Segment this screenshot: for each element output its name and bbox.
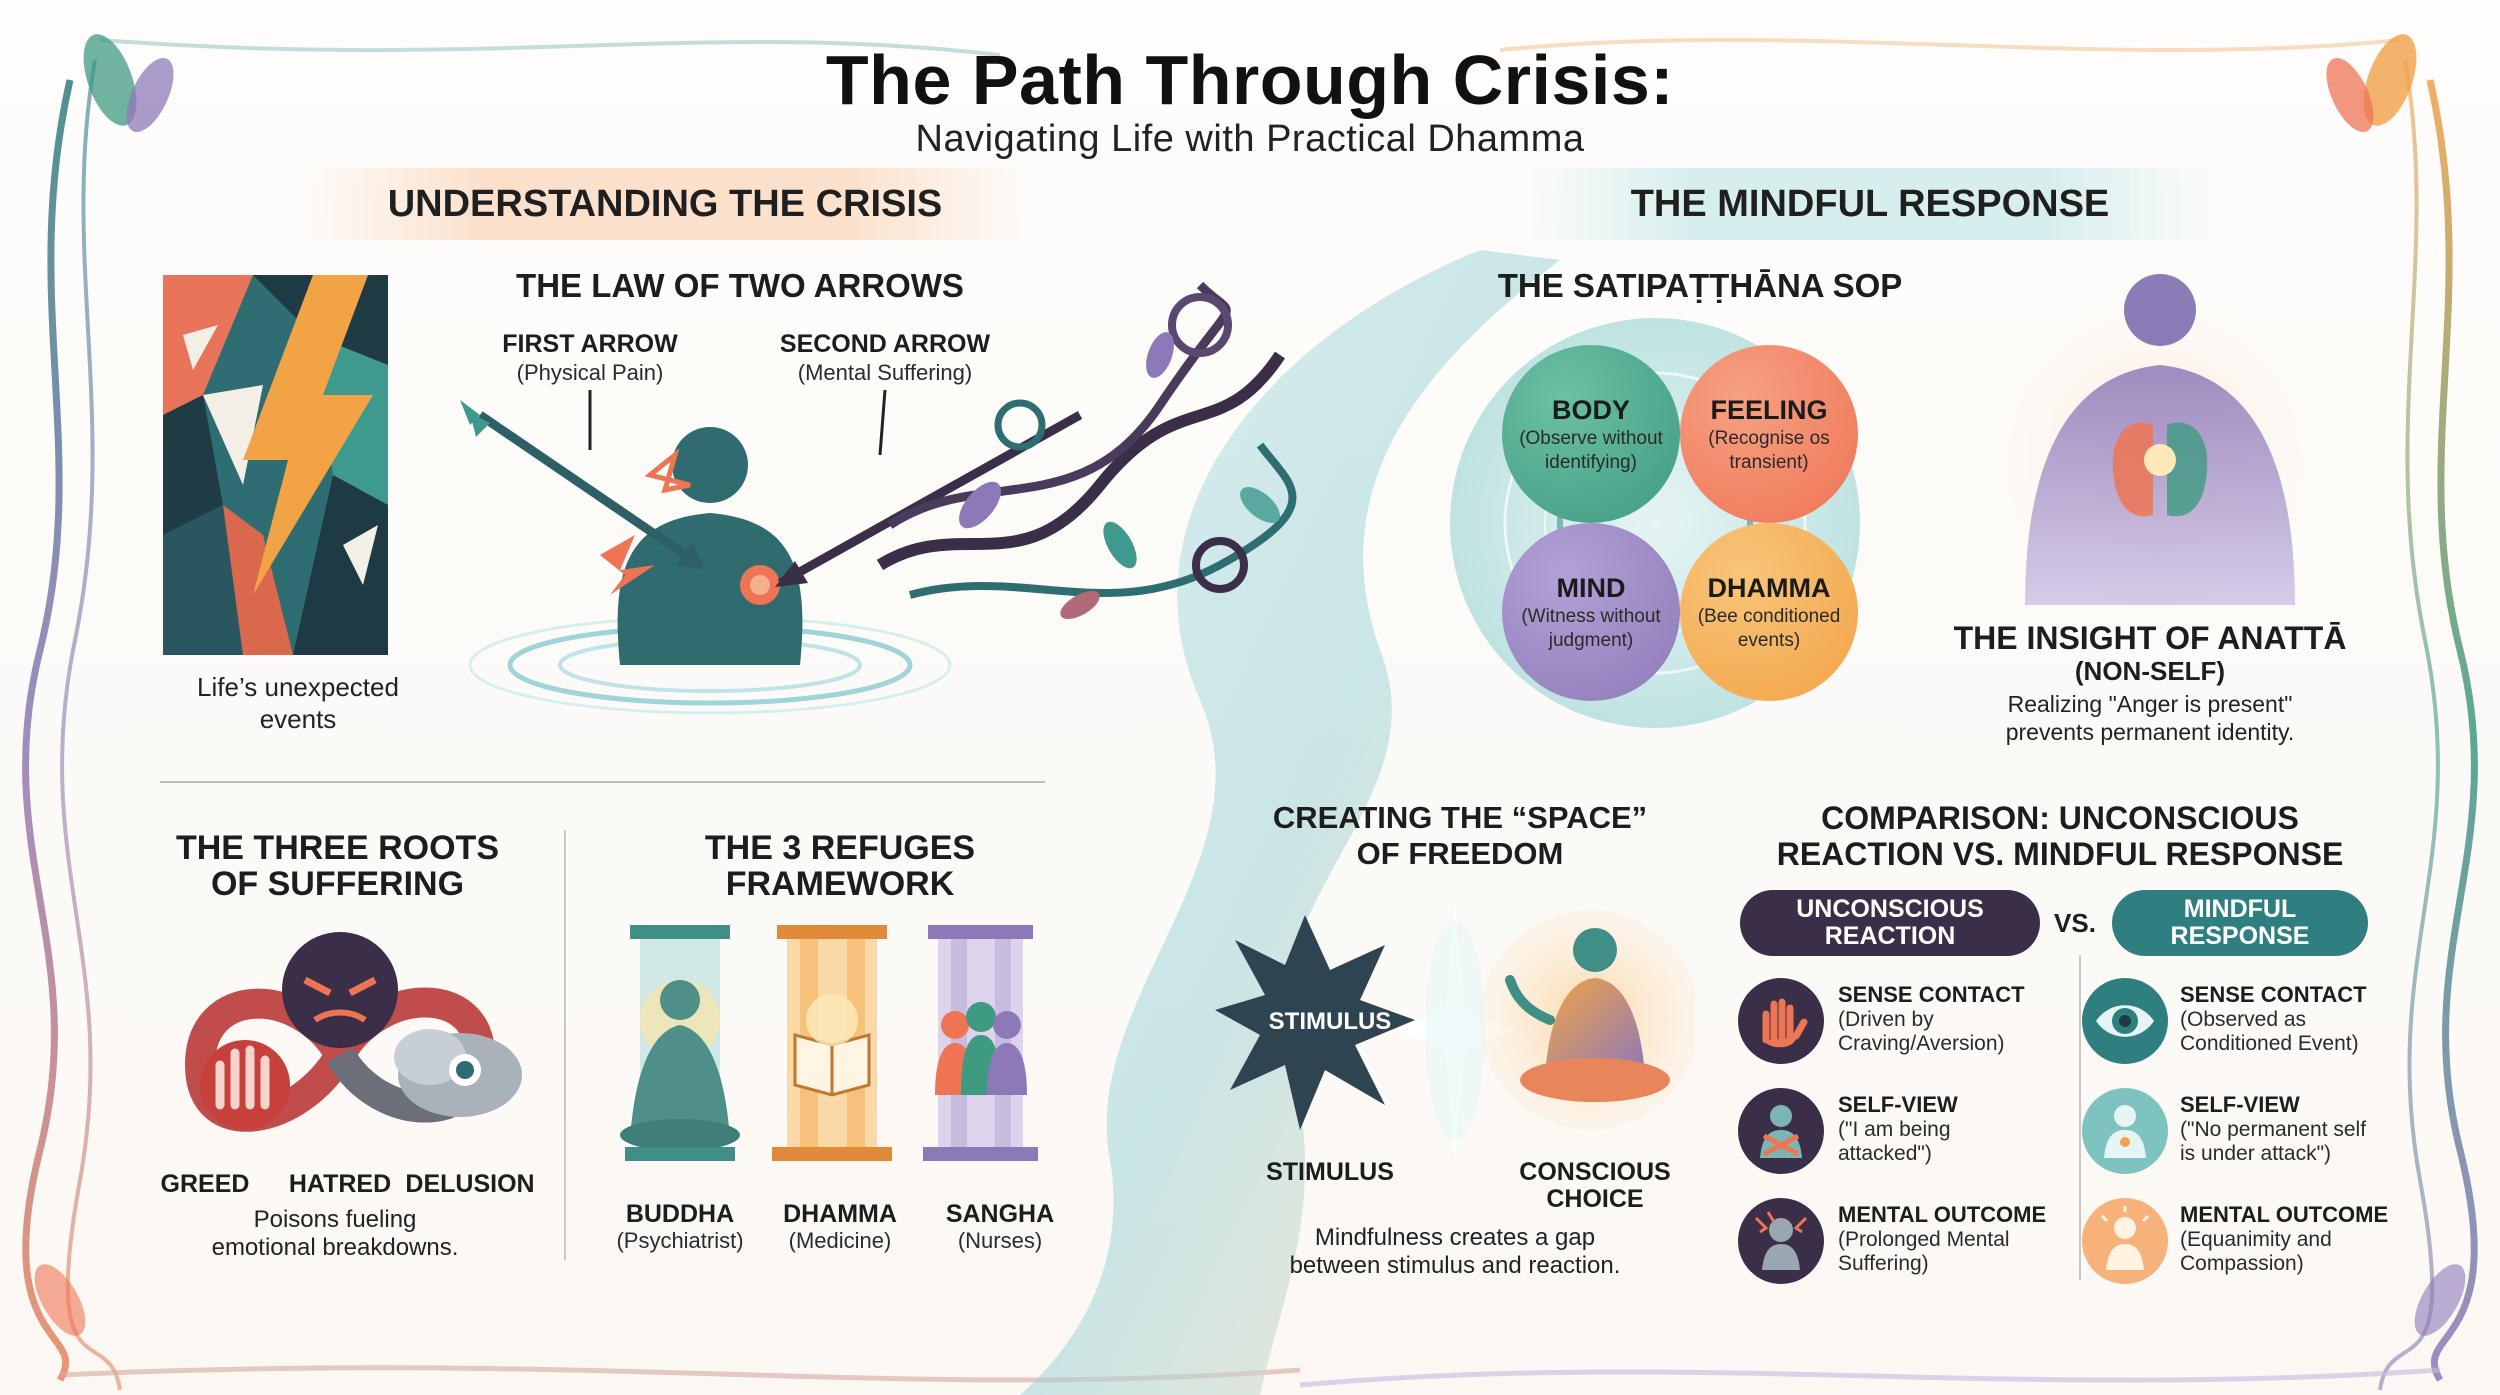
events-caption-line1: Life’s unexpected (197, 672, 399, 702)
three-roots-caption-line2: emotional breakdowns. (211, 1234, 459, 1261)
banner-understanding-crisis: UNDERSTANDING THE CRISIS (300, 168, 1030, 240)
grasping-hand-icon (1738, 978, 1824, 1064)
refuge-role-sangha: (Nurses) (957, 1228, 1043, 1253)
comparison-title-line1: COMPARISON: UNCONSCIOUS (1821, 800, 2299, 836)
mindful-pill-line1: MINDFUL (2183, 895, 2297, 923)
sop-node-dhamma-line2: events) (1737, 629, 1801, 651)
sop-node-body-line2: identifying) (1545, 451, 1637, 473)
right-row3-title: MENTAL OUTCOME (2180, 1202, 2389, 1227)
refuge-name-buddha: BUDDHA (625, 1200, 735, 1228)
calm-figure-icon (2082, 1088, 2168, 1174)
radiant-figure-icon (2082, 1198, 2168, 1284)
banner-mindful-response: THE MINDFUL RESPONSE (1520, 168, 2220, 240)
left-row2-line1: ("I am being (1838, 1118, 1951, 1141)
sop-node-feeling-line1: (Recognise os (1708, 427, 1830, 449)
second-arrow-label: SECOND ARROW (779, 330, 991, 358)
sop-node-dhamma-line1: (Bee conditioned (1697, 605, 1841, 627)
buddha-pillar-icon (620, 925, 740, 1161)
events-caption-line2: events (259, 704, 337, 734)
sop-node-dhamma: DHAMMA (Bee conditioned events) (1680, 523, 1858, 701)
sop-node-mind-line2: judgment) (1548, 629, 1634, 651)
sop-node-feeling: FEELING (Recognise os transient) (1680, 345, 1858, 523)
sop-node-feeling-line2: transient) (1729, 451, 1809, 473)
first-arrow-label: FIRST ARROW (502, 330, 678, 358)
root-label-greed: GREED (160, 1170, 250, 1198)
stimulus-burst-label: STIMULUS (1268, 1008, 1392, 1035)
observing-eye-icon (2082, 978, 2168, 1064)
comparison-title-line2: REACTION VS. MINDFUL RESPONSE (1776, 836, 2344, 872)
unconscious-pill-line1: UNCONSCIOUS (1796, 895, 1984, 923)
sop-node-mind-line1: (Witness without (1521, 605, 1661, 627)
page-title: The Path Through Crisis: (825, 41, 1675, 119)
sop-node-mind-name: MIND (1556, 572, 1626, 603)
refuge-role-dhamma: (Medicine) (788, 1228, 892, 1253)
sop-node-feeling-name: FEELING (1710, 394, 1828, 425)
unconscious-reaction-pill: UNCONSCIOUS REACTION (1740, 890, 2040, 956)
right-row1-line1: (Observed as (2180, 1008, 2307, 1031)
anatta-caption-line1: Realizing "Anger is present" (2007, 691, 2293, 717)
left-row2-title: SELF-VIEW (1838, 1092, 1958, 1117)
second-arrow-sub: (Mental Suffering) (797, 360, 973, 385)
sop-node-mind: MIND (Witness without judgment) (1502, 523, 1680, 701)
right-row2-line1: ("No permanent self (2180, 1118, 2367, 1141)
refuge-name-dhamma: DHAMMA (783, 1200, 897, 1228)
conscious-choice-line2: CHOICE (1546, 1185, 1644, 1213)
left-row2-line2: attacked") (1838, 1142, 1932, 1165)
anatta-title: THE INSIGHT OF ANATTĀ (1953, 620, 2347, 656)
three-roots-title-line2: OF SUFFERING (210, 865, 465, 903)
left-row3-line1: (Prolonged Mental (1838, 1228, 2010, 1251)
right-row2-line2: is under attack") (2180, 1142, 2332, 1165)
left-row1-line1: (Driven by (1838, 1008, 1934, 1031)
sop-node-dhamma-name: DHAMMA (1707, 572, 1831, 603)
three-roots-infinity-icon (184, 932, 522, 1132)
page-subtitle: Navigating Life with Practical Dhamma (915, 118, 1585, 160)
vs-label: VS. (2054, 908, 2096, 938)
sop-title: THE SATIPAṬṬHĀNA SOP (1497, 267, 1903, 304)
sangha-pillar-icon (923, 925, 1038, 1161)
conscious-choice-line1: CONSCIOUS (1519, 1158, 1671, 1186)
root-label-hatred: HATRED (288, 1170, 392, 1198)
right-row3-line1: (Equanimity and (2180, 1228, 2332, 1251)
unconscious-pill-line2: REACTION (1824, 922, 1956, 950)
sop-node-body-line1: (Observe without (1519, 427, 1663, 449)
left-row3-line2: Suffering) (1838, 1252, 1929, 1275)
mindful-pill-line2: RESPONSE (2170, 922, 2310, 950)
root-label-delusion: DELUSION (405, 1170, 535, 1198)
defensive-figure-icon (1738, 1088, 1824, 1174)
left-row1-title: SENSE CONTACT (1838, 982, 2025, 1007)
first-arrow-sub: (Physical Pain) (516, 360, 664, 385)
anatta-caption-line2: prevents permanent identity. (2005, 719, 2295, 745)
refuge-role-buddha: (Psychiatrist) (616, 1228, 744, 1253)
sop-node-body-name: BODY (1551, 394, 1630, 425)
shattered-lightning-icon (163, 275, 388, 655)
anatta-subtitle: (NON-SELF) (2074, 656, 2226, 686)
space-title-line1: CREATING THE “SPACE” (1272, 800, 1648, 835)
left-row3-title: MENTAL OUTCOME (1838, 1202, 2047, 1227)
space-title-line2: OF FREEDOM (1356, 836, 1564, 871)
anatta-figure-icon (1985, 274, 2325, 605)
space-of-freedom-illustration (1215, 900, 1695, 1160)
three-roots-caption-line1: Poisons fueling (253, 1206, 417, 1233)
suffering-figure-icon (1738, 1198, 1824, 1284)
stimulus-label: STIMULUS (1266, 1158, 1394, 1186)
space-caption-line1: Mindfulness creates a gap (1314, 1224, 1596, 1251)
right-row2-title: SELF-VIEW (2180, 1092, 2300, 1117)
three-roots-title-line1: THE THREE ROOTS (175, 829, 500, 867)
mindful-response-pill: MINDFUL RESPONSE (2112, 890, 2368, 956)
right-row1-line2: Conditioned Event) (2180, 1032, 2359, 1055)
refuges-pillars (620, 925, 1038, 1161)
left-row1-line2: Craving/Aversion) (1838, 1032, 2005, 1055)
sop-node-body: BODY (Observe without identifying) (1502, 345, 1680, 523)
space-caption-line2: between stimulus and reaction. (1289, 1252, 1621, 1279)
right-row3-line2: Compassion) (2180, 1252, 2304, 1275)
refuges-title-line2: FRAMEWORK (725, 865, 955, 903)
two-arrows-illustration (460, 281, 1297, 715)
refuge-name-sangha: SANGHA (945, 1200, 1055, 1228)
refuges-title-line1: THE 3 REFUGES (704, 829, 976, 867)
two-arrows-title: THE LAW OF TWO ARROWS (516, 267, 964, 304)
dhamma-pillar-icon (772, 925, 892, 1161)
right-row1-title: SENSE CONTACT (2180, 982, 2367, 1007)
